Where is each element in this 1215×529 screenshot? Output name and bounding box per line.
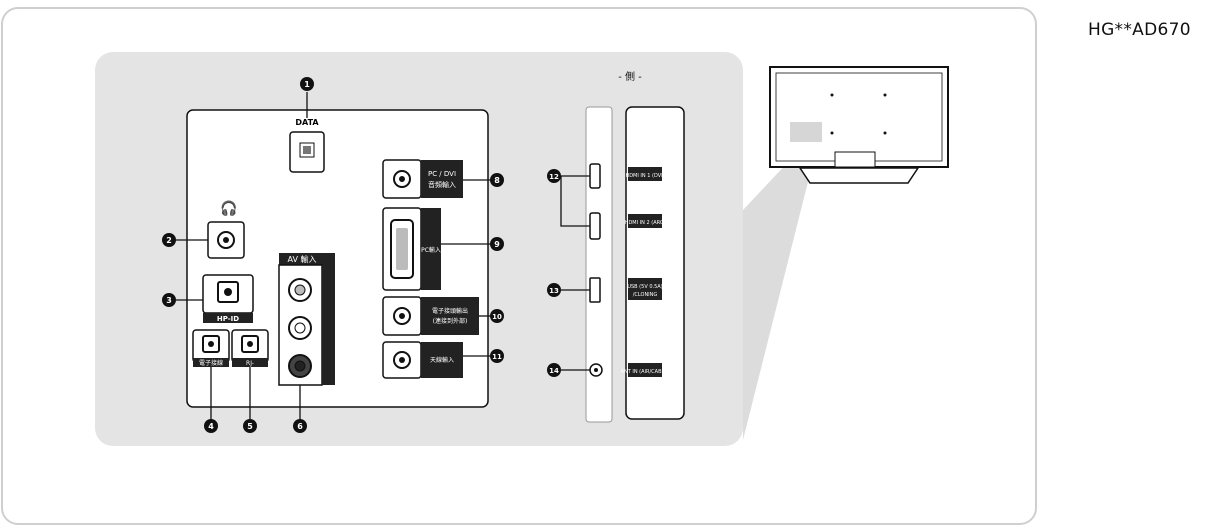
data-port: DATA <box>289 118 325 173</box>
svg-text:音頻輸入: 音頻輸入 <box>428 180 456 189</box>
bottom-left-port-a: 電子接線 <box>192 329 230 367</box>
hp-id-port: HP-ID <box>202 274 254 323</box>
svg-text:4: 4 <box>208 422 214 431</box>
callout-3 <box>162 293 176 307</box>
callout-lines <box>176 92 590 420</box>
callout-14 <box>547 363 561 377</box>
callout-11 <box>490 349 504 363</box>
svg-text:6: 6 <box>297 422 303 431</box>
callout-10 <box>490 309 504 323</box>
svg-text:13: 13 <box>549 287 559 295</box>
side-label: - 側 - <box>618 70 642 83</box>
model-label: HG**AD670 <box>1088 20 1191 40</box>
svg-text:3: 3 <box>166 296 172 305</box>
pc-in-label: PC輸入 <box>421 246 441 254</box>
audio-out-port: 電子接頭輸出 (連接到外部) <box>382 296 479 336</box>
usb-port: USB (5V 0.5A) /CLONING <box>589 277 663 303</box>
svg-text:8: 8 <box>494 176 500 185</box>
av-input-group: AV 輸入 <box>278 253 335 386</box>
zoom-cone <box>743 150 816 440</box>
callout-8 <box>490 173 504 187</box>
svg-text:11: 11 <box>492 353 502 361</box>
audio-out-label: 電子接頭輸出 <box>432 307 468 315</box>
headphone-port: 🎧 <box>207 200 245 259</box>
callout-1 <box>300 77 314 91</box>
side-label-hdmi1: HDMI IN 1 (DVI) <box>625 173 664 179</box>
callout-9 <box>490 237 504 251</box>
svg-text:9: 9 <box>494 240 500 249</box>
side-label-usb: USB (5V 0.5A) <box>627 284 662 290</box>
callout-4 <box>204 419 218 433</box>
callout-2 <box>162 233 176 247</box>
av-in-label: AV 輸入 <box>288 254 317 264</box>
side-label-hdmi2: HDMI IN 2 (ARC) <box>625 220 666 226</box>
hp-id-label: HP-ID <box>217 315 239 323</box>
ant-in-label: 天線輸入 <box>430 356 454 364</box>
svg-text:5: 5 <box>247 422 253 431</box>
data-label: DATA <box>295 118 319 127</box>
tv-rear-illustration <box>769 66 949 184</box>
callout-5 <box>243 419 257 433</box>
pc-in-port: PC輸入 <box>382 207 441 291</box>
svg-text:10: 10 <box>492 313 502 321</box>
ant-in-port: 天線輸入 <box>382 341 463 379</box>
bottom-left-port-b: RJ- <box>231 329 269 367</box>
side-label-ant: ANT IN (AIR/CABLE) <box>621 369 670 375</box>
pc-dvi-audio-port: PC / DVI 音頻輸入 <box>382 159 463 199</box>
svg-text:14: 14 <box>549 367 559 375</box>
svg-text:2: 2 <box>166 236 172 245</box>
side-panel-inner <box>625 106 685 420</box>
pc-dvi-label: PC / DVI <box>428 170 456 178</box>
rj-label: RJ- <box>246 360 254 367</box>
svg-text:12: 12 <box>549 173 559 181</box>
callout-6 <box>293 419 307 433</box>
callout-12 <box>547 169 561 183</box>
svg-text:/CLONING: /CLONING <box>633 292 658 298</box>
svg-text:(連接到外部): (連接到外部) <box>433 317 468 325</box>
headphone-icon: 🎧 <box>220 200 237 217</box>
svg-text:1: 1 <box>304 80 310 89</box>
callout-markers: 1 2 3 4 5 6 8 9 10 11 12 13 14 <box>162 77 561 433</box>
bottom-left-a-label: 電子接線 <box>199 359 223 367</box>
callout-13 <box>547 283 561 297</box>
